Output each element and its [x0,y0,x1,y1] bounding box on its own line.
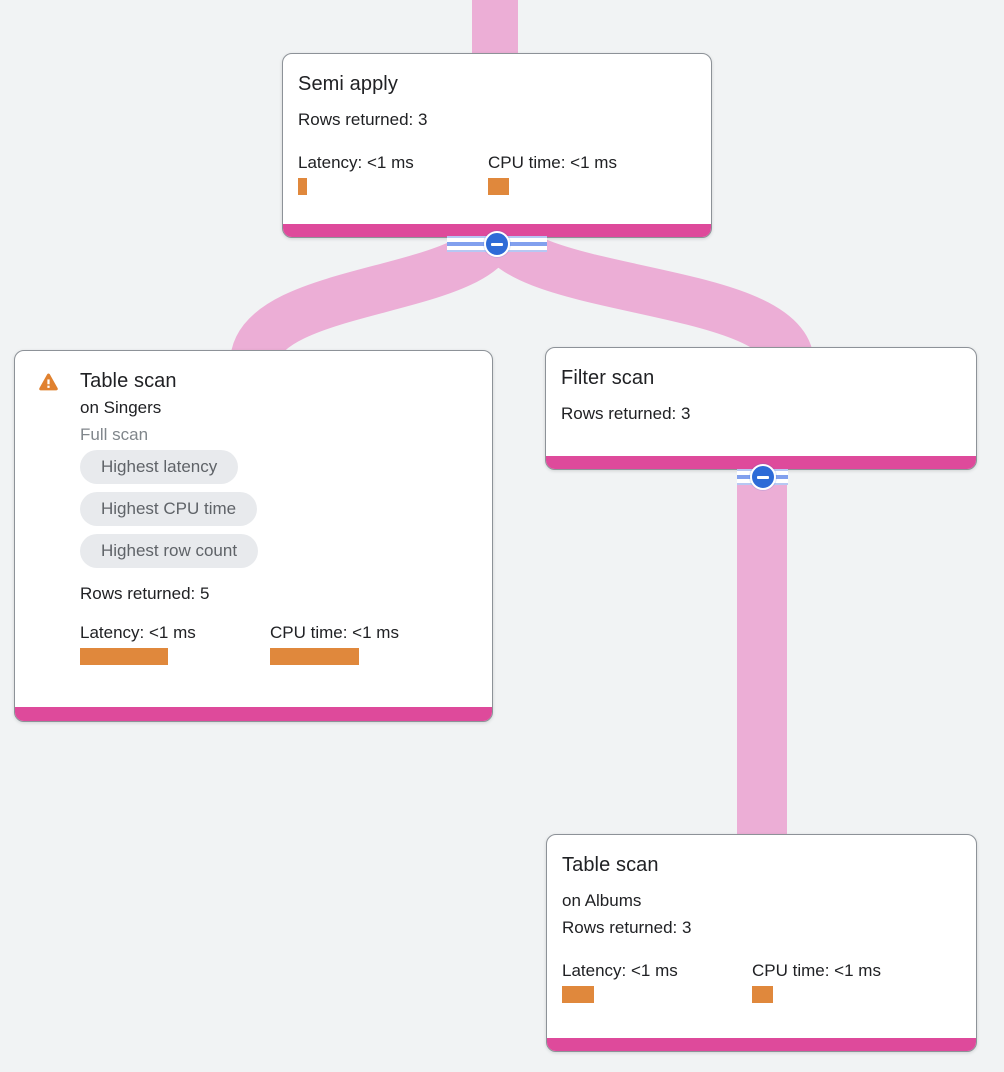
latency-label: Latency: <1 ms [80,623,196,642]
badge-highest-latency: Highest latency [80,450,239,484]
node-title: Table scan [80,370,177,392]
node-table-scan-singers[interactable]: Table scan on Singers Full scan Highest … [14,350,493,722]
latency-label: Latency: <1 ms [562,961,678,980]
node-subtitle: on Albums [562,891,642,910]
scan-type-label: Full scan [80,425,149,444]
cpu-time-bar [270,648,359,665]
badge-highest-row-count: Highest row count [80,534,259,568]
node-accent-bar [547,1038,976,1051]
badge-highest-cpu-time: Highest CPU time [80,492,258,526]
node-accent-bar [283,224,711,237]
latency-label: Latency: <1 ms [298,153,414,172]
minus-icon [491,243,503,246]
minus-icon [757,476,769,479]
node-accent-bar [546,456,976,469]
collapse-button-filter-scan[interactable] [750,464,776,490]
cpu-time-bar [488,178,509,195]
cpu-time-label: CPU time: <1 ms [270,623,399,642]
node-filter-scan[interactable]: Filter scan Rows returned: 3 [545,347,977,470]
node-title: Filter scan [561,367,655,389]
cpu-time-label: CPU time: <1 ms [752,961,881,980]
latency-bar [562,986,594,1003]
cpu-time-bar [752,986,773,1003]
latency-bar [298,178,307,195]
rows-returned-label: Rows returned: 5 [80,584,210,603]
rows-returned-label: Rows returned: 3 [298,110,428,129]
node-subtitle: on Singers [80,398,162,417]
node-title: Table scan [562,854,659,876]
cpu-time-label: CPU time: <1 ms [488,153,617,172]
node-accent-bar [15,707,492,721]
latency-bar [80,648,168,665]
collapse-button-semi-apply[interactable] [484,231,510,257]
node-title: Semi apply [298,73,398,95]
rows-returned-label: Rows returned: 3 [562,918,692,937]
node-table-scan-albums[interactable]: Table scan on Albums Rows returned: 3 La… [546,834,977,1052]
node-semi-apply[interactable]: Semi apply Rows returned: 3 Latency: <1 … [282,53,712,238]
rows-returned-label: Rows returned: 3 [561,404,691,423]
warning-icon [39,373,58,390]
